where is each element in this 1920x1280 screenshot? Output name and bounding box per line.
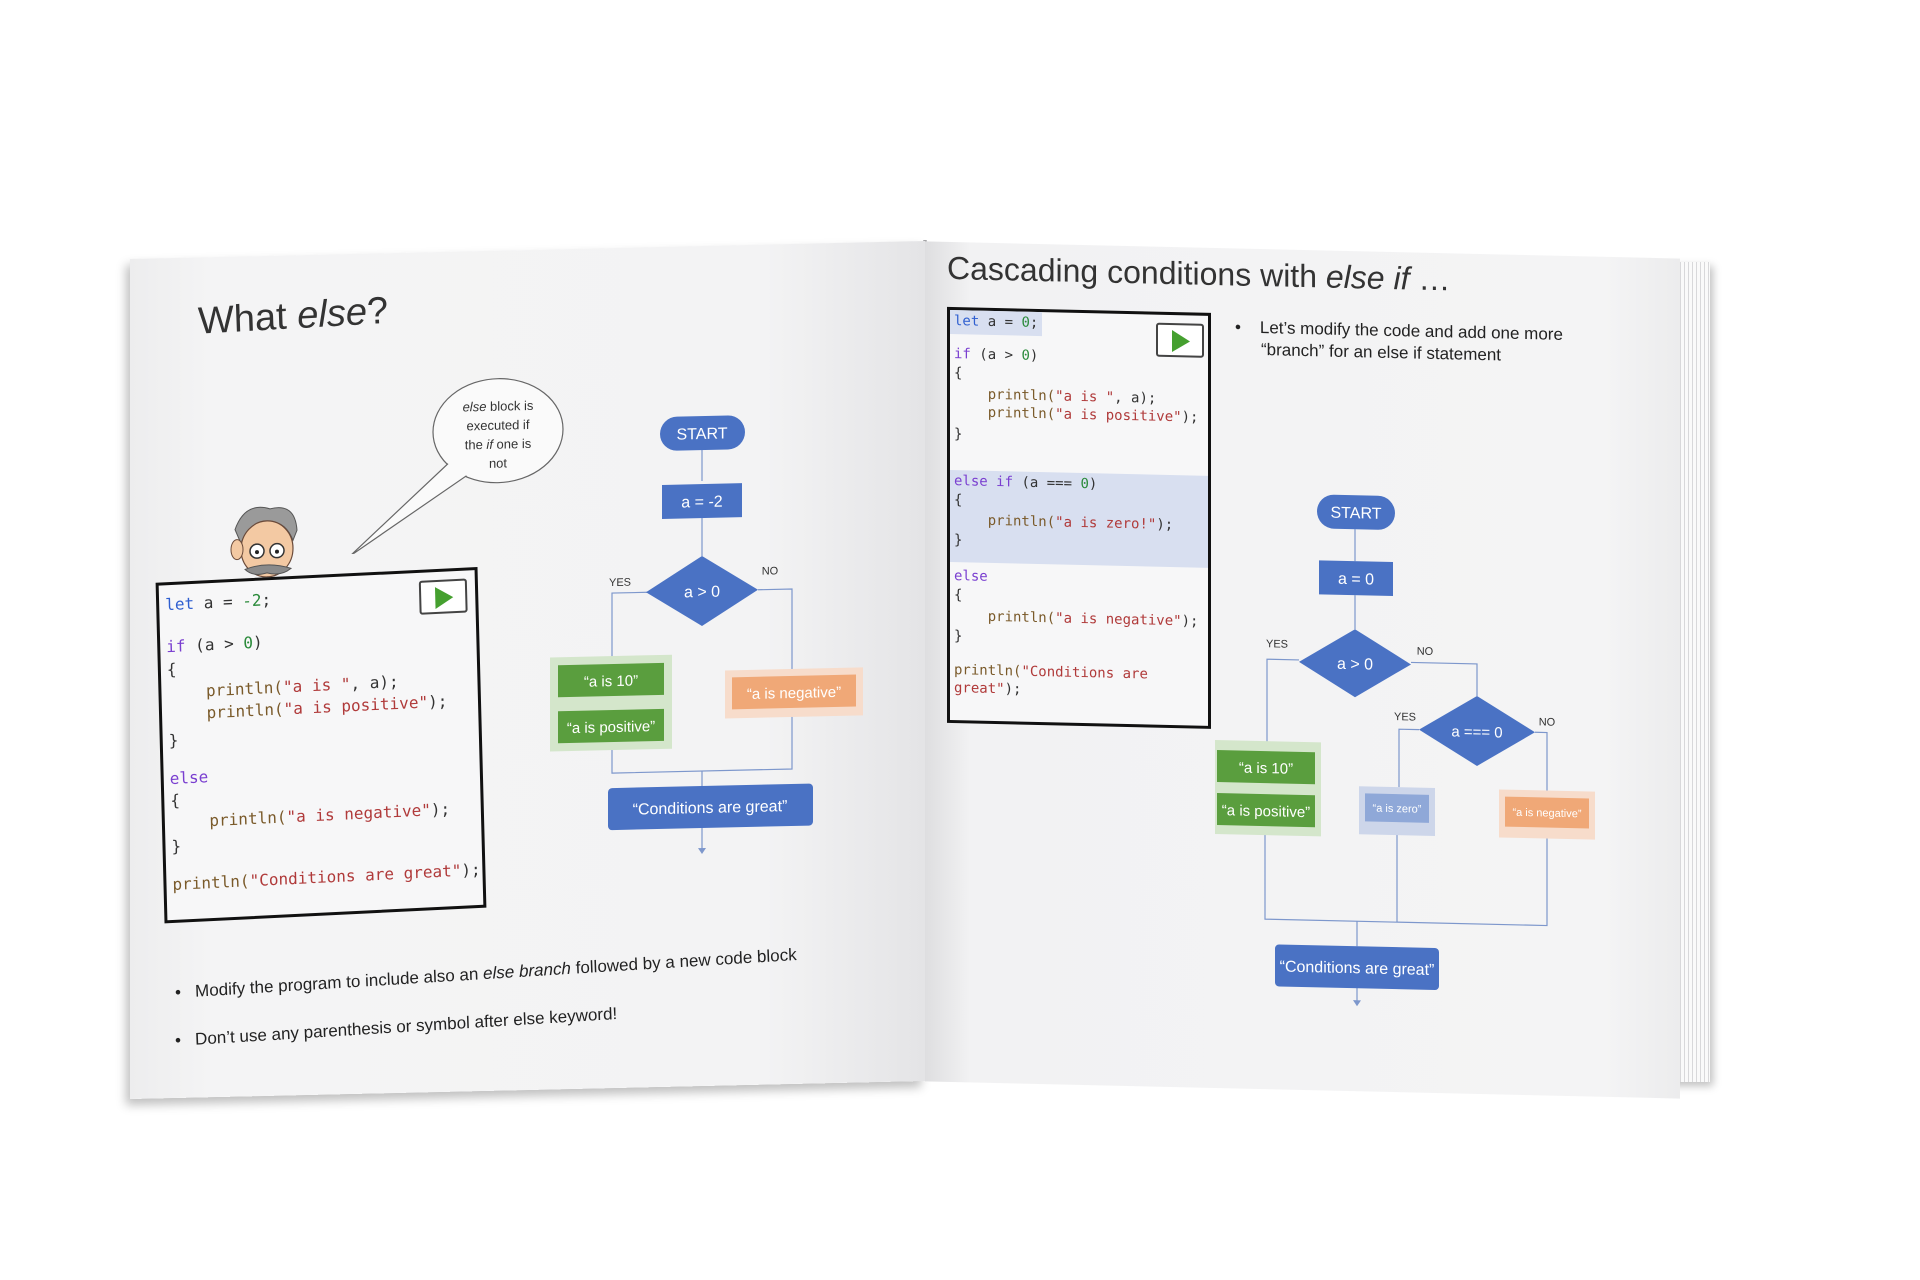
speech-bubble: else block is executed if the if one is … <box>349 378 564 555</box>
bubble-line2: executed if <box>467 417 530 433</box>
flow-box-a-is-10 <box>1217 750 1315 785</box>
left-page: What else? else block is executed if the… <box>130 240 925 1100</box>
flow-assign <box>1319 560 1393 597</box>
flow-decision-2 <box>1419 695 1535 766</box>
flow-end <box>1275 944 1439 991</box>
flow-box-a-is-positive-label: “a is positive” <box>567 718 655 737</box>
flow-box-a-is-positive-label: “a is positive” <box>1222 802 1310 821</box>
flow-no-label: NO <box>1417 646 1434 658</box>
bubble-line3-rest: one is <box>493 436 532 452</box>
svg-text:the if one is: the if one is <box>465 436 532 453</box>
flow-box-a-is-positive <box>558 708 664 744</box>
right-bullet: • Let’s modify the code and add one more… <box>1235 317 1563 365</box>
flow-decision-2-label: a === 0 <box>1451 723 1502 741</box>
flow-start-label: START <box>1331 505 1382 523</box>
bubble-line1-rest: block is <box>486 398 533 414</box>
flow-box-a-is-zero-label: “a is zero” <box>1373 803 1422 816</box>
code-line: if (a > 0) <box>166 632 263 657</box>
code-line: let a = -2; <box>164 590 272 615</box>
bubble-line1-italic: else <box>463 399 487 415</box>
bubble-line3-prefix: the <box>465 437 487 452</box>
flow-box-a-is-zero <box>1365 793 1429 823</box>
bullet-instruction-2: • Don’t use any parenthesis or symbol af… <box>174 1003 618 1050</box>
run-button[interactable] <box>418 578 468 615</box>
flow-yes-label: YES <box>1394 711 1416 723</box>
flow-box-a-is-10-label: “a is 10” <box>1239 760 1293 778</box>
professor-mascot-icon <box>230 506 298 578</box>
flow-box-a-is-negative <box>732 674 856 710</box>
run-button[interactable] <box>1156 322 1204 358</box>
code-line: println("a is negative"); <box>954 608 1199 630</box>
flow-box-a-is-10 <box>558 662 664 698</box>
flow-end <box>608 783 813 831</box>
flow-no-label: NO <box>762 565 779 577</box>
flow-yes-label: YES <box>1266 638 1288 650</box>
flow-assign-label: a = 0 <box>1338 571 1374 589</box>
flow-start <box>1317 494 1395 530</box>
code-line: println("a is negative"); <box>170 799 451 833</box>
code-line: println("a is ", a); <box>954 386 1157 407</box>
flow-box-a-is-negative <box>1505 796 1589 829</box>
left-page-title: What else? <box>197 289 389 343</box>
flow-box-a-is-positive <box>1217 793 1315 828</box>
code-line: { <box>170 790 181 811</box>
flow-no-label: NO <box>1539 716 1556 728</box>
code-line: else if (a === 0) <box>954 473 1098 493</box>
flow-decision-1-label: a > 0 <box>1337 656 1373 674</box>
flow-decision-1 <box>1299 629 1411 698</box>
flow-box-a-is-negative-label: “a is negative” <box>1512 807 1581 821</box>
code-line: great"); <box>954 680 1022 698</box>
svg-text:else block is: else block is <box>463 398 534 415</box>
flow-yes-label: YES <box>609 577 631 589</box>
code-line: else <box>954 568 988 585</box>
flow-decision-label: a > 0 <box>684 584 720 602</box>
code-line: else <box>169 767 209 789</box>
code-line: } <box>954 426 963 443</box>
code-line: println("Conditions are <box>954 662 1148 683</box>
code-line: } <box>954 532 963 549</box>
flow-start-label: START <box>677 425 728 443</box>
code-line: println("Conditions are great"); <box>172 859 481 894</box>
flow-box-a-is-negative-label: “a is negative” <box>747 684 841 703</box>
bubble-line4: not <box>489 455 507 470</box>
flow-start <box>660 415 745 451</box>
flow-end-label: “Conditions are great” <box>1280 958 1435 979</box>
code-line: } <box>954 628 963 645</box>
code-line: { <box>954 492 963 509</box>
flow-assign <box>662 483 742 519</box>
right-page: Cascading conditions with else if … • Le… <box>925 241 1680 1099</box>
flow-end-label: “Conditions are great” <box>633 798 788 819</box>
code-line: } <box>168 730 179 751</box>
right-code-box: let a = 0; if (a > 0) { println("a is ",… <box>947 306 1211 729</box>
code-line: if (a > 0) <box>954 346 1039 365</box>
flow-assign-label: a = -2 <box>681 494 722 512</box>
code-line: { <box>954 587 963 604</box>
code-line: let a = 0; <box>954 313 1039 332</box>
code-line: { <box>954 365 963 382</box>
flow-decision <box>646 556 758 627</box>
flow-box-a-is-10-label: “a is 10” <box>584 672 638 690</box>
right-flowchart: START a = 0 a > 0 YES NO a === 0 YES NO … <box>1215 494 1595 1007</box>
code-line: println("a is positive"); <box>954 404 1199 426</box>
bullet-instruction-1: • Modify the program to include also an … <box>174 945 797 1002</box>
left-code-box: let a = -2; if (a > 0) { println("a is "… <box>155 566 487 924</box>
bubble-line3-italic: if <box>486 437 494 452</box>
left-flowchart: START a = -2 a > 0 YES NO “a is 10” “a i… <box>550 415 863 855</box>
code-line: } <box>171 836 182 857</box>
code-line: { <box>166 659 177 680</box>
right-page-title: Cascading conditions with else if … <box>947 249 1451 298</box>
